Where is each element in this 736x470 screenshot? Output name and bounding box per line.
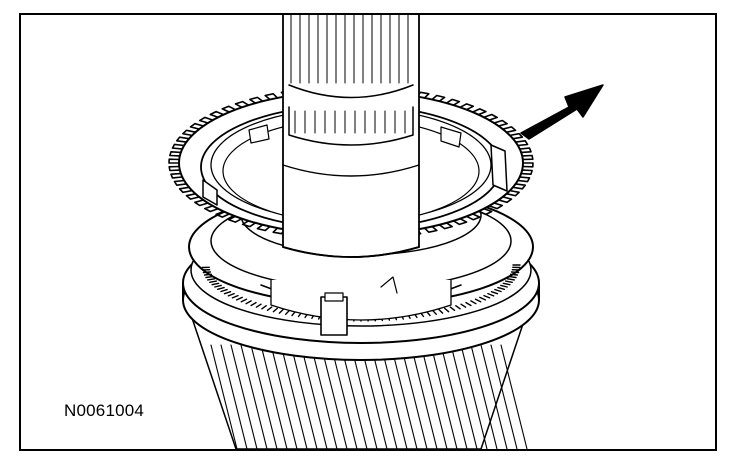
figure-frame: N0061004: [19, 13, 717, 451]
figure-id-label: N0061004: [64, 401, 145, 420]
transmission-illustration: [168, 15, 604, 449]
output-shaft: [282, 15, 420, 258]
arrow-icon: [520, 84, 604, 140]
